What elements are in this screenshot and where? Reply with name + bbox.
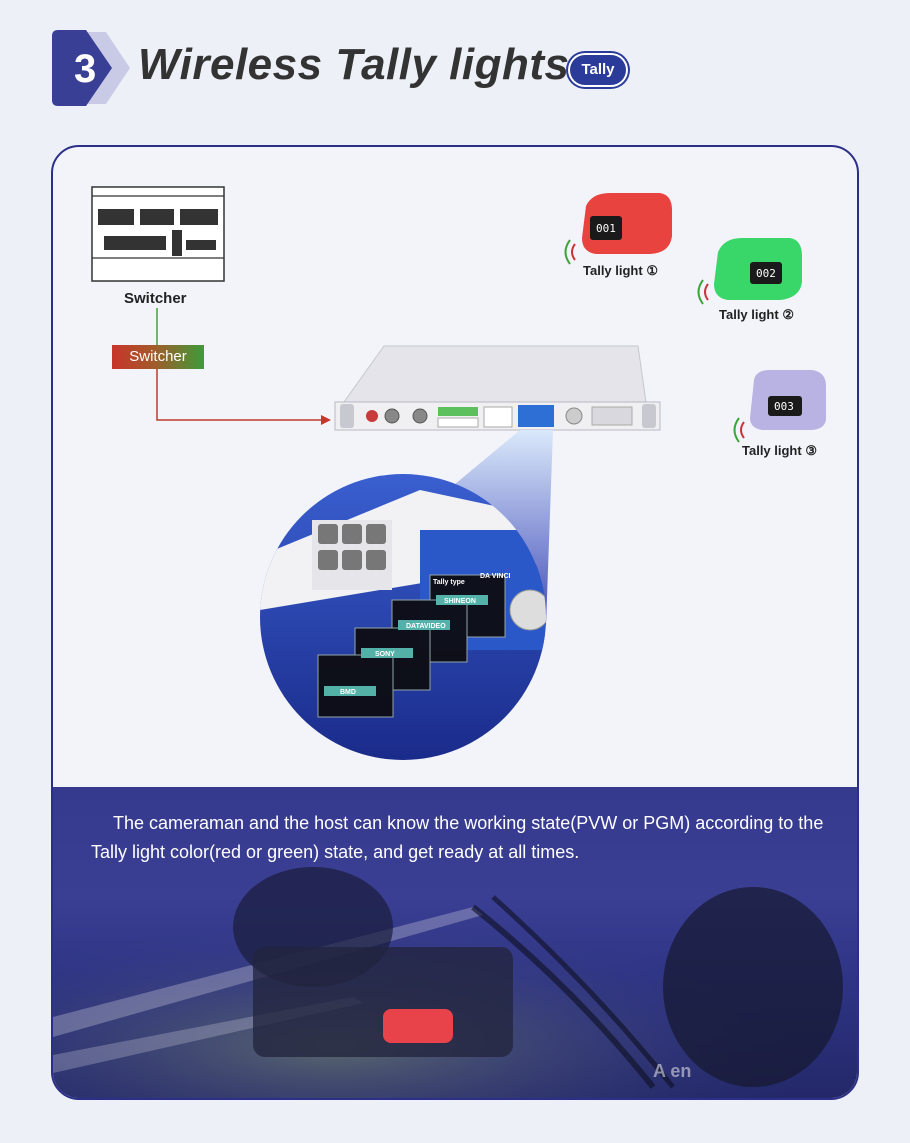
zoom-detail-circle bbox=[260, 474, 546, 760]
tally-1-label: Tally light ① bbox=[583, 263, 658, 278]
step-number-badge: 3 bbox=[52, 30, 130, 106]
screen-shineon: SHINEON bbox=[444, 598, 476, 605]
camera-photo-band: A en The cameraman and the host can know… bbox=[53, 787, 857, 1098]
switcher-icon bbox=[91, 186, 225, 282]
screen-davinci: DA VINCI bbox=[480, 573, 511, 580]
tally-3-display: 003 bbox=[774, 400, 794, 413]
diagram-panel: A en The cameraman and the host can know… bbox=[51, 145, 859, 1100]
step-number: 3 bbox=[74, 47, 96, 91]
device-screen-labels: Tally type BMD SONY DATAVIDEO SHINEON DA… bbox=[340, 573, 511, 696]
switcher-connector-tag: Switcher bbox=[112, 345, 204, 369]
tally-light-3: 003 Tally light ③ bbox=[733, 370, 826, 458]
screen-sony: SONY bbox=[375, 651, 395, 658]
screen-bmd: BMD bbox=[340, 689, 356, 696]
tally-1-display: 001 bbox=[596, 222, 616, 235]
screen-datavideo: DATAVIDEO bbox=[406, 623, 446, 630]
tally-2-display: 002 bbox=[756, 267, 776, 280]
svg-text:A en: A en bbox=[653, 1061, 691, 1081]
tally-3-label: Tally light ③ bbox=[742, 443, 817, 458]
header: 3 Wireless Tally lights Tally bbox=[0, 0, 910, 130]
switcher-label: Switcher bbox=[124, 290, 187, 307]
page-title: Wireless Tally lights bbox=[138, 40, 570, 89]
screen-title: Tally type bbox=[433, 579, 465, 586]
description-text: The cameraman and the host can know the … bbox=[91, 813, 824, 862]
camera-photo-illustration: A en bbox=[53, 867, 857, 1098]
tally-badge: Tally bbox=[568, 53, 628, 87]
arrow-head bbox=[321, 415, 331, 425]
tally-2-label: Tally light ② bbox=[719, 307, 794, 322]
tally-light-1: 001 Tally light ① bbox=[564, 193, 672, 278]
tally-light-2: 002 Tally light ② bbox=[697, 238, 802, 322]
switcher-cable-bottom bbox=[156, 369, 325, 421]
rack-device bbox=[334, 345, 661, 431]
